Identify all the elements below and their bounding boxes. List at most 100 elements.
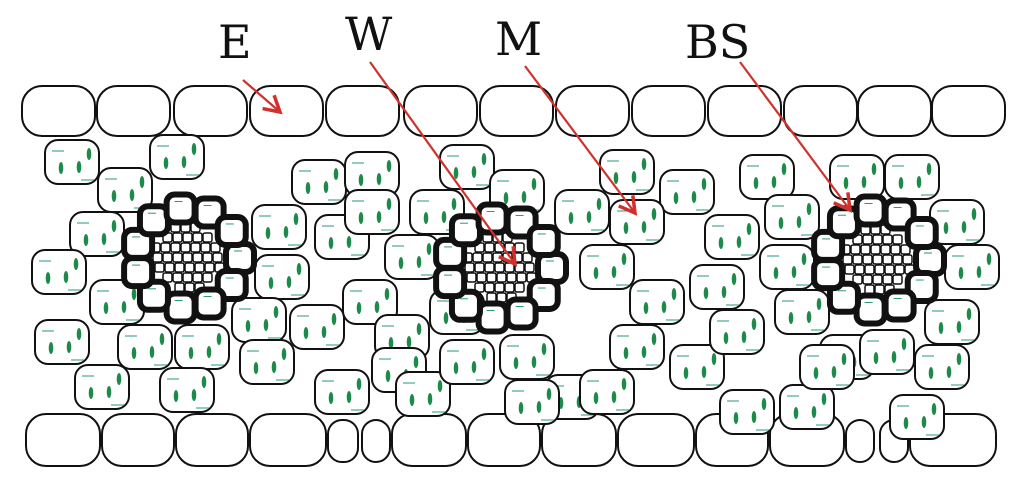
chloroplast bbox=[611, 391, 617, 403]
epidermis-cell-upper bbox=[707, 85, 782, 137]
chloroplast bbox=[958, 267, 964, 279]
cell-wall bbox=[174, 324, 230, 370]
mesophyll-cell bbox=[704, 214, 760, 260]
epidermis-cell-lower bbox=[101, 413, 175, 467]
mesophyll-cell bbox=[342, 279, 398, 325]
chloroplast bbox=[471, 361, 477, 373]
mesophyll-cell bbox=[314, 369, 370, 415]
cell-wall bbox=[384, 234, 440, 280]
arrow-to-bundle-sheath bbox=[739, 61, 853, 213]
chloroplast bbox=[811, 406, 817, 418]
chloroplast bbox=[303, 327, 309, 339]
chloroplast bbox=[73, 258, 79, 270]
mesophyll-cell bbox=[554, 189, 610, 235]
chloroplast bbox=[733, 412, 739, 424]
cell-wall bbox=[439, 144, 495, 190]
chloroplast bbox=[956, 353, 962, 365]
chloroplast bbox=[651, 333, 657, 345]
mesophyll-cell bbox=[884, 154, 940, 200]
arrow-to-vein bbox=[369, 61, 518, 267]
mesophyll-cell bbox=[599, 149, 655, 195]
bundle-sheath-cell bbox=[223, 241, 257, 275]
cell-wall bbox=[34, 319, 90, 365]
bundle-sheath-cell bbox=[526, 223, 561, 258]
xylem-phloem-cell bbox=[506, 272, 517, 283]
chloroplast bbox=[611, 266, 617, 278]
mesophyll-cell bbox=[74, 364, 130, 410]
xylem-phloem-cell bbox=[860, 244, 871, 255]
xylem-phloem-cell bbox=[162, 252, 173, 263]
chloroplast bbox=[296, 263, 302, 275]
chloroplast bbox=[83, 234, 89, 246]
chloroplast bbox=[245, 320, 251, 332]
cell-wall bbox=[704, 214, 760, 260]
chloroplast bbox=[546, 388, 552, 400]
cell-wall bbox=[859, 329, 915, 375]
mesophyll-cell bbox=[159, 367, 215, 413]
chloroplast bbox=[437, 380, 443, 392]
chloroplast bbox=[673, 192, 679, 204]
chloroplast bbox=[106, 386, 112, 398]
xylem-phloem-cell bbox=[472, 252, 483, 263]
cell-wall bbox=[799, 344, 855, 390]
chloroplast bbox=[416, 256, 422, 268]
mesophyll-cell bbox=[739, 154, 795, 200]
xylem-phloem-cell bbox=[522, 252, 533, 263]
chloroplast bbox=[406, 336, 412, 348]
mesophyll-cell bbox=[504, 379, 560, 425]
chloroplast bbox=[129, 189, 135, 201]
chloroplast bbox=[793, 407, 799, 419]
xylem-phloem-cell bbox=[892, 254, 903, 265]
chloroplast bbox=[281, 348, 287, 360]
chloroplast bbox=[471, 166, 477, 178]
xylem-phloem-cell bbox=[870, 244, 881, 255]
chloroplast bbox=[76, 161, 82, 173]
chloroplast bbox=[481, 153, 487, 165]
chloroplast bbox=[861, 176, 867, 188]
chloroplast bbox=[928, 367, 934, 379]
xylem-phloem-cell bbox=[516, 272, 527, 283]
xylem-phloem-cell bbox=[212, 252, 223, 263]
chloroplast bbox=[328, 392, 334, 404]
chloroplast bbox=[701, 178, 707, 190]
chloroplast bbox=[441, 211, 447, 223]
xylem-phloem-cell bbox=[512, 252, 523, 263]
cell-wall bbox=[439, 339, 495, 385]
chloroplast bbox=[149, 346, 155, 358]
chloroplast bbox=[376, 173, 382, 185]
mesophyll-cell bbox=[251, 204, 307, 250]
chloroplast bbox=[943, 222, 949, 234]
chloroplast bbox=[746, 223, 752, 235]
chloroplast bbox=[101, 233, 107, 245]
xylem-phloem-cell bbox=[514, 262, 525, 273]
chloroplast bbox=[453, 362, 459, 374]
chloroplast bbox=[843, 177, 849, 189]
mesophyll-cell bbox=[344, 189, 400, 235]
chloroplast bbox=[358, 174, 364, 186]
chloroplast bbox=[721, 286, 727, 298]
chloroplast bbox=[427, 393, 433, 405]
xylem-phloem-cell bbox=[862, 234, 873, 245]
xylem-phloem-cell bbox=[494, 282, 505, 293]
chloroplast bbox=[191, 389, 197, 401]
mesophyll-cell bbox=[44, 139, 100, 185]
chloroplast bbox=[66, 341, 72, 353]
cell-wall bbox=[779, 384, 835, 430]
xylem-phloem-cell bbox=[192, 252, 203, 263]
chloroplast bbox=[384, 288, 390, 300]
chloroplast bbox=[971, 208, 977, 220]
bundle-sheath-cell bbox=[811, 257, 846, 292]
chloroplast bbox=[736, 236, 742, 248]
xylem-phloem-cell bbox=[894, 264, 905, 275]
chloroplast bbox=[683, 367, 689, 379]
xylem-phloem-cell bbox=[486, 272, 497, 283]
epidermis-cell-upper bbox=[403, 85, 478, 137]
chloroplast bbox=[139, 176, 145, 188]
xylem-phloem-cell bbox=[884, 264, 895, 275]
epidermis-cell-upper bbox=[857, 85, 932, 137]
cell-wall bbox=[579, 244, 635, 290]
chloroplast bbox=[323, 181, 329, 193]
cell-wall bbox=[254, 254, 310, 300]
chloroplast bbox=[753, 177, 759, 189]
label-w: W bbox=[345, 7, 393, 61]
